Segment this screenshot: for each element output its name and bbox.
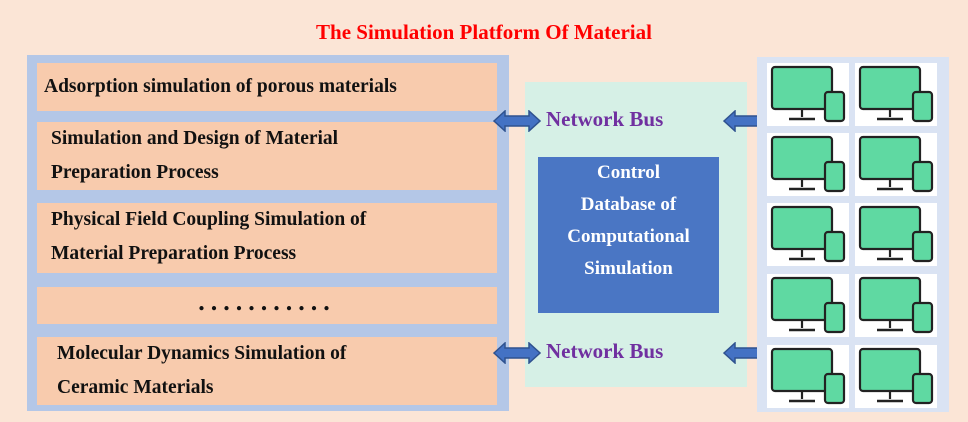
device-tile xyxy=(855,274,937,337)
module-label-line: Physical Field Coupling Simulation of xyxy=(51,209,367,230)
device-tile xyxy=(855,133,937,196)
network-bus-top-label: Network Bus xyxy=(546,107,664,131)
computer-and-phone-icon xyxy=(770,276,846,334)
module-label-line: Preparation Process xyxy=(51,162,219,183)
device-tile xyxy=(855,203,937,266)
module-ellipsis: ........... xyxy=(37,287,497,324)
device-tile xyxy=(767,133,849,196)
computer-and-phone-icon xyxy=(858,205,934,263)
device-tile xyxy=(767,345,849,408)
device-tile xyxy=(855,345,937,408)
device-tile xyxy=(767,203,849,266)
double-arrow-icon xyxy=(493,342,541,364)
computer-and-phone-icon xyxy=(770,205,846,263)
computer-and-phone-icon xyxy=(858,347,934,405)
diagram-title: The Simulation Platform Of Material xyxy=(316,20,652,44)
module-label-line: Material Preparation Process xyxy=(51,243,297,264)
database-label-line: Control xyxy=(597,162,660,183)
double-arrow-icon xyxy=(493,110,541,132)
network-bus-bottom-label: Network Bus xyxy=(546,339,664,363)
computer-and-phone-icon xyxy=(770,135,846,193)
module-physical-field-coupling: Physical Field Coupling Simulation of Ma… xyxy=(37,203,497,273)
module-preparation-process-design: Simulation and Design of Material Prepar… xyxy=(37,122,497,190)
computer-and-phone-icon xyxy=(858,65,934,123)
module-label-line: Simulation and Design of Material xyxy=(51,128,339,149)
database-label-line: Computational xyxy=(567,226,690,247)
computer-and-phone-icon xyxy=(858,276,934,334)
module-label-line: Adsorption simulation of porous material… xyxy=(44,76,397,97)
computer-and-phone-icon xyxy=(770,65,846,123)
module-label-line: Molecular Dynamics Simulation of xyxy=(57,343,347,364)
control-database-box: Control Database of Computational Simula… xyxy=(538,157,719,313)
simulation-modules-panel: Adsorption simulation of porous material… xyxy=(27,55,509,411)
device-tile xyxy=(767,274,849,337)
database-label-line: Database of xyxy=(580,194,677,215)
module-adsorption-simulation: Adsorption simulation of porous material… xyxy=(37,63,497,111)
device-tile xyxy=(855,63,937,126)
computer-and-phone-icon xyxy=(858,135,934,193)
device-tile xyxy=(767,63,849,126)
database-label-line: Simulation xyxy=(584,258,673,279)
ellipsis-text: ........... xyxy=(198,287,336,316)
computer-and-phone-icon xyxy=(770,347,846,405)
module-label-line: Ceramic Materials xyxy=(57,377,214,398)
module-molecular-dynamics: Molecular Dynamics Simulation of Ceramic… xyxy=(37,337,497,405)
